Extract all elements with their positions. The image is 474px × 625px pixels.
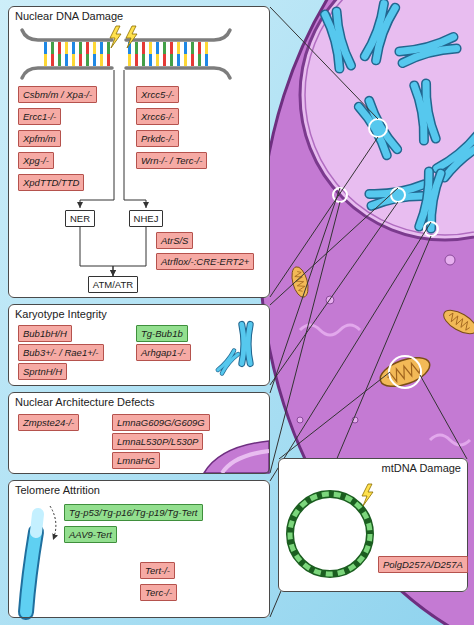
genotype-box: LmnaG609G/G609G <box>112 414 210 431</box>
genotype-box: PolgD257A/D257A <box>378 556 468 573</box>
box-label: Atrflox/-:CRE-ERT2+ <box>161 256 249 267</box>
box-label: AtrS/S <box>161 235 188 246</box>
genotype-box: Xpg-/- <box>18 152 54 169</box>
box-label: Terc-/- <box>145 587 172 598</box>
box-label: NER <box>70 213 90 224</box>
genotype-box: LmnaHG <box>112 452 160 469</box>
panel-box: Nuclear Architecture DefectsZmpste24-/- L… <box>8 392 270 474</box>
box-label: PolgD257A/D257A <box>383 559 463 570</box>
box-label: Arhgap1-/- <box>141 347 186 358</box>
box-label: XpdTTD/TTD <box>23 177 79 188</box>
genotype-box: LmnaL530P/L530P <box>112 433 203 450</box>
box-label: Bub3+/- / Rae1+/- <box>23 347 99 358</box>
genotype-box: Arhgap1-/- <box>136 344 191 361</box>
genotype-box: Terc-/- <box>140 584 177 601</box>
genotype-box: Atrflox/-:CRE-ERT2+ <box>156 253 254 270</box>
genotype-box: SprtnH/H <box>18 363 67 380</box>
genotype-box: XpdTTD/TTD <box>18 174 84 191</box>
box-label: Xrcc5-/- <box>141 89 174 100</box>
pathway-arrow <box>113 227 146 276</box>
box-label: Bub1bH/H <box>23 328 67 339</box>
panel-title: Telomere Attrition <box>9 481 269 500</box>
box-label: SprtnH/H <box>23 366 62 377</box>
genotype-box: Zmpste24-/- <box>18 414 79 431</box>
box-label: Wrn-/- / Terc-/- <box>141 155 202 166</box>
genotype-box: Bub1bH/H <box>18 325 72 342</box>
genotype-box: Xpfm/m <box>18 130 61 147</box>
box-label: Zmpste24-/- <box>23 417 74 428</box>
box-label: Tg-Bub1b <box>141 328 183 339</box>
genotype-box: AtrS/S <box>156 232 193 249</box>
genotype-box: AAV9-Tert <box>64 526 117 543</box>
box-label: LmnaG609G/G609G <box>117 417 205 428</box>
box-label: ATM/ATR <box>93 279 133 290</box>
genotype-box: Prkdc-/- <box>136 130 179 147</box>
panel-title: Nuclear Architecture Defects <box>9 393 269 412</box>
genotype-box: Csbm/m / Xpa-/- <box>18 86 97 103</box>
box-label: Xpfm/m <box>23 133 56 144</box>
panel-box: Nuclear DNA DamageCsbm/m / Xpa-/- Ercc1-/… <box>8 6 270 298</box>
box-label: NHEJ <box>134 213 159 224</box>
panel-title: Karyotype Integrity <box>9 305 269 324</box>
panel-box: mtDNA DamagePolgD257A/D257A <box>278 458 468 592</box>
genotype-box: Xrcc6-/- <box>136 108 179 125</box>
box-label: Ercc1-/- <box>23 111 56 122</box>
box-label: Xpg-/- <box>23 155 49 166</box>
box-label: Tg-p53/Tg-p16/Tg-p19/Tg-Tert <box>69 507 198 518</box>
genotype-box: Tg-Bub1b <box>136 325 188 342</box>
genotype-box: Xrcc5-/- <box>136 86 179 103</box>
box-label: Csbm/m / Xpa-/- <box>23 89 92 100</box>
genotype-box: Bub3+/- / Rae1+/- <box>18 344 104 361</box>
pathway-arrow <box>80 227 113 276</box>
box-label: Prkdc-/- <box>141 133 174 144</box>
panel-box: Telomere AttritionTg-p53/Tg-p16/Tg-p19/T… <box>8 480 270 618</box>
box-label: AAV9-Tert <box>69 529 112 540</box>
panel-title: mtDNA Damage <box>279 459 467 478</box>
genotype-box: Ercc1-/- <box>18 108 61 125</box>
panel-title: Nuclear DNA Damage <box>9 7 269 26</box>
genotype-box: Wrn-/- / Terc-/- <box>136 152 207 169</box>
genotype-box: Tg-p53/Tg-p16/Tg-p19/Tg-Tert <box>64 504 203 521</box>
box-label: LmnaHG <box>117 455 155 466</box>
genotype-box: Tert-/- <box>140 562 175 579</box>
pathway-box: NER <box>65 210 95 227</box>
box-label: LmnaL530P/L530P <box>117 436 198 447</box>
panel-box: Karyotype IntegrityBub1bH/H Tg-Bub1bBub3+… <box>8 304 270 386</box>
box-label: Xrcc6-/- <box>141 111 174 122</box>
box-label: Tert-/- <box>145 565 170 576</box>
pathway-box: ATM/ATR <box>88 276 138 293</box>
pathway-box: NHEJ <box>129 210 164 227</box>
